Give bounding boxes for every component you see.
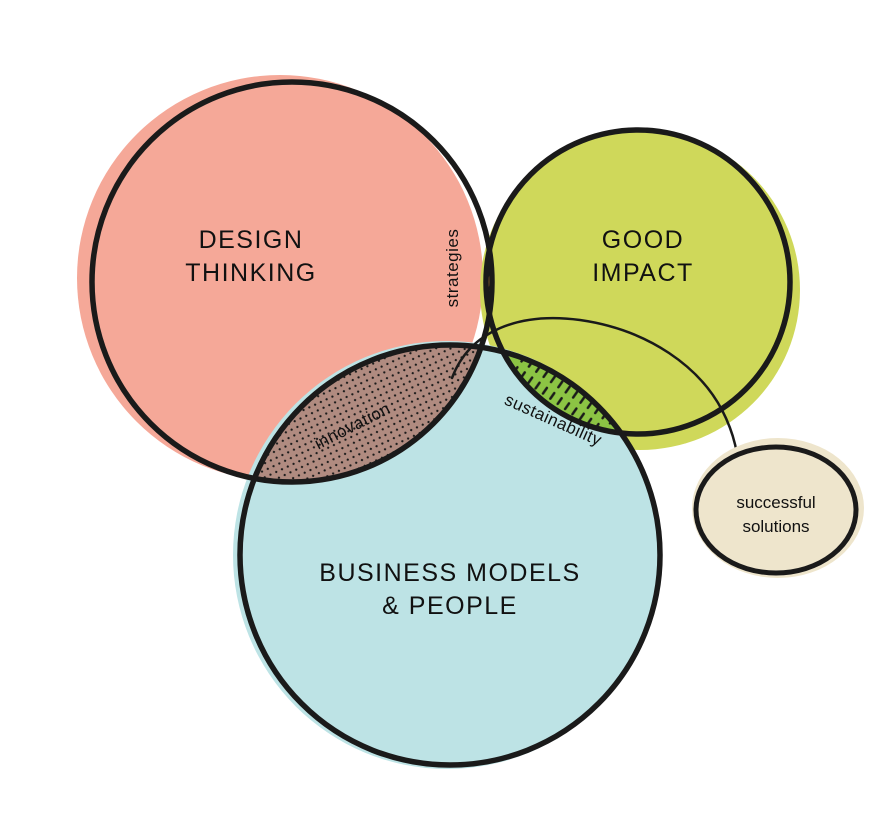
successful-solutions-label-line2: solutions	[742, 517, 809, 536]
business-models-label-line1: BUSINESS MODELS	[319, 559, 580, 587]
business-models-outline	[237, 342, 663, 768]
innovation-region	[240, 345, 492, 482]
design-thinking-outline	[89, 79, 495, 485]
design-thinking-label-line2: THINKING	[185, 259, 316, 287]
outcome-arrow	[450, 316, 744, 480]
solutions-bubble-outline	[693, 444, 859, 576]
good-impact-label-line2: IMPACT	[592, 259, 694, 287]
good-impact-label-line1: GOOD	[602, 226, 684, 254]
good-impact-fill	[480, 130, 800, 450]
business-models-label-line2: & PEOPLE	[382, 592, 518, 620]
good-impact-outline	[483, 127, 793, 437]
design-thinking-label-line1: DESIGN	[199, 226, 304, 254]
solutions-bubble-fill	[692, 438, 864, 578]
successful-solutions-label-line1: successful	[736, 493, 815, 512]
strategies-label: strategies	[443, 229, 462, 308]
